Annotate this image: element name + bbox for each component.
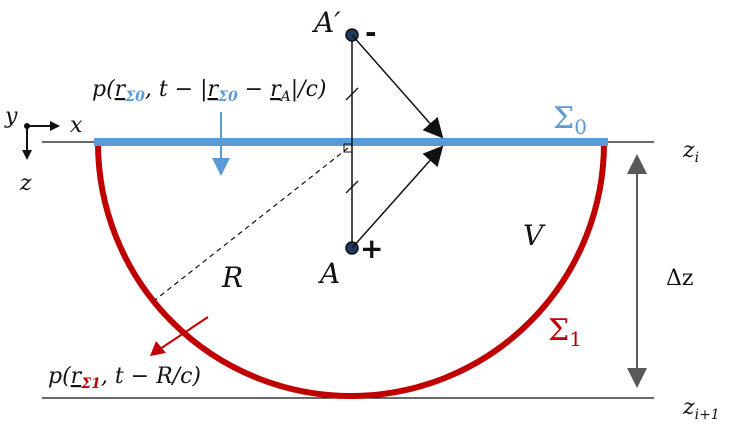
sigma1-label: Σ1 <box>548 313 582 351</box>
point-a-prime-label: A′ <box>311 6 341 39</box>
formula-sigma0: p(rΣ0, t − |rΣ0 − rA|/c) <box>92 77 327 105</box>
axis-x-label: x <box>70 113 83 138</box>
delta-z-label: Δz <box>666 266 693 291</box>
sigma0-label: Σ0 <box>553 101 587 139</box>
formula-sigma1: p(rΣ1, t − R/c) <box>48 364 201 392</box>
ray-from-a <box>351 145 444 249</box>
tick-mark-1 <box>345 87 359 101</box>
minus-sign: - <box>365 16 377 49</box>
point-a-label: A <box>317 257 340 290</box>
ray-from-a-prime <box>351 34 444 139</box>
z-i-label: zi <box>682 138 699 166</box>
radius-label: R <box>221 261 243 294</box>
plus-sign: + <box>360 232 383 265</box>
sigma1-normal-arrow <box>159 316 209 350</box>
right-angle-marker <box>343 143 353 153</box>
z-i1-label: zi+1 <box>682 395 720 423</box>
delta-z-arrowhead-top <box>627 154 647 174</box>
delta-z-arrowhead-bottom <box>627 368 647 388</box>
sigma1-normal-arrowhead <box>150 341 166 356</box>
volume-label: V <box>523 219 546 252</box>
sigma1-arc <box>95 142 607 399</box>
axis-z-label: z <box>19 171 32 196</box>
radius-dashed-line <box>154 147 349 301</box>
sigma0-normal-arrowhead <box>212 158 230 176</box>
tick-mark-2 <box>345 180 359 194</box>
axis-y-label: y <box>4 104 18 129</box>
